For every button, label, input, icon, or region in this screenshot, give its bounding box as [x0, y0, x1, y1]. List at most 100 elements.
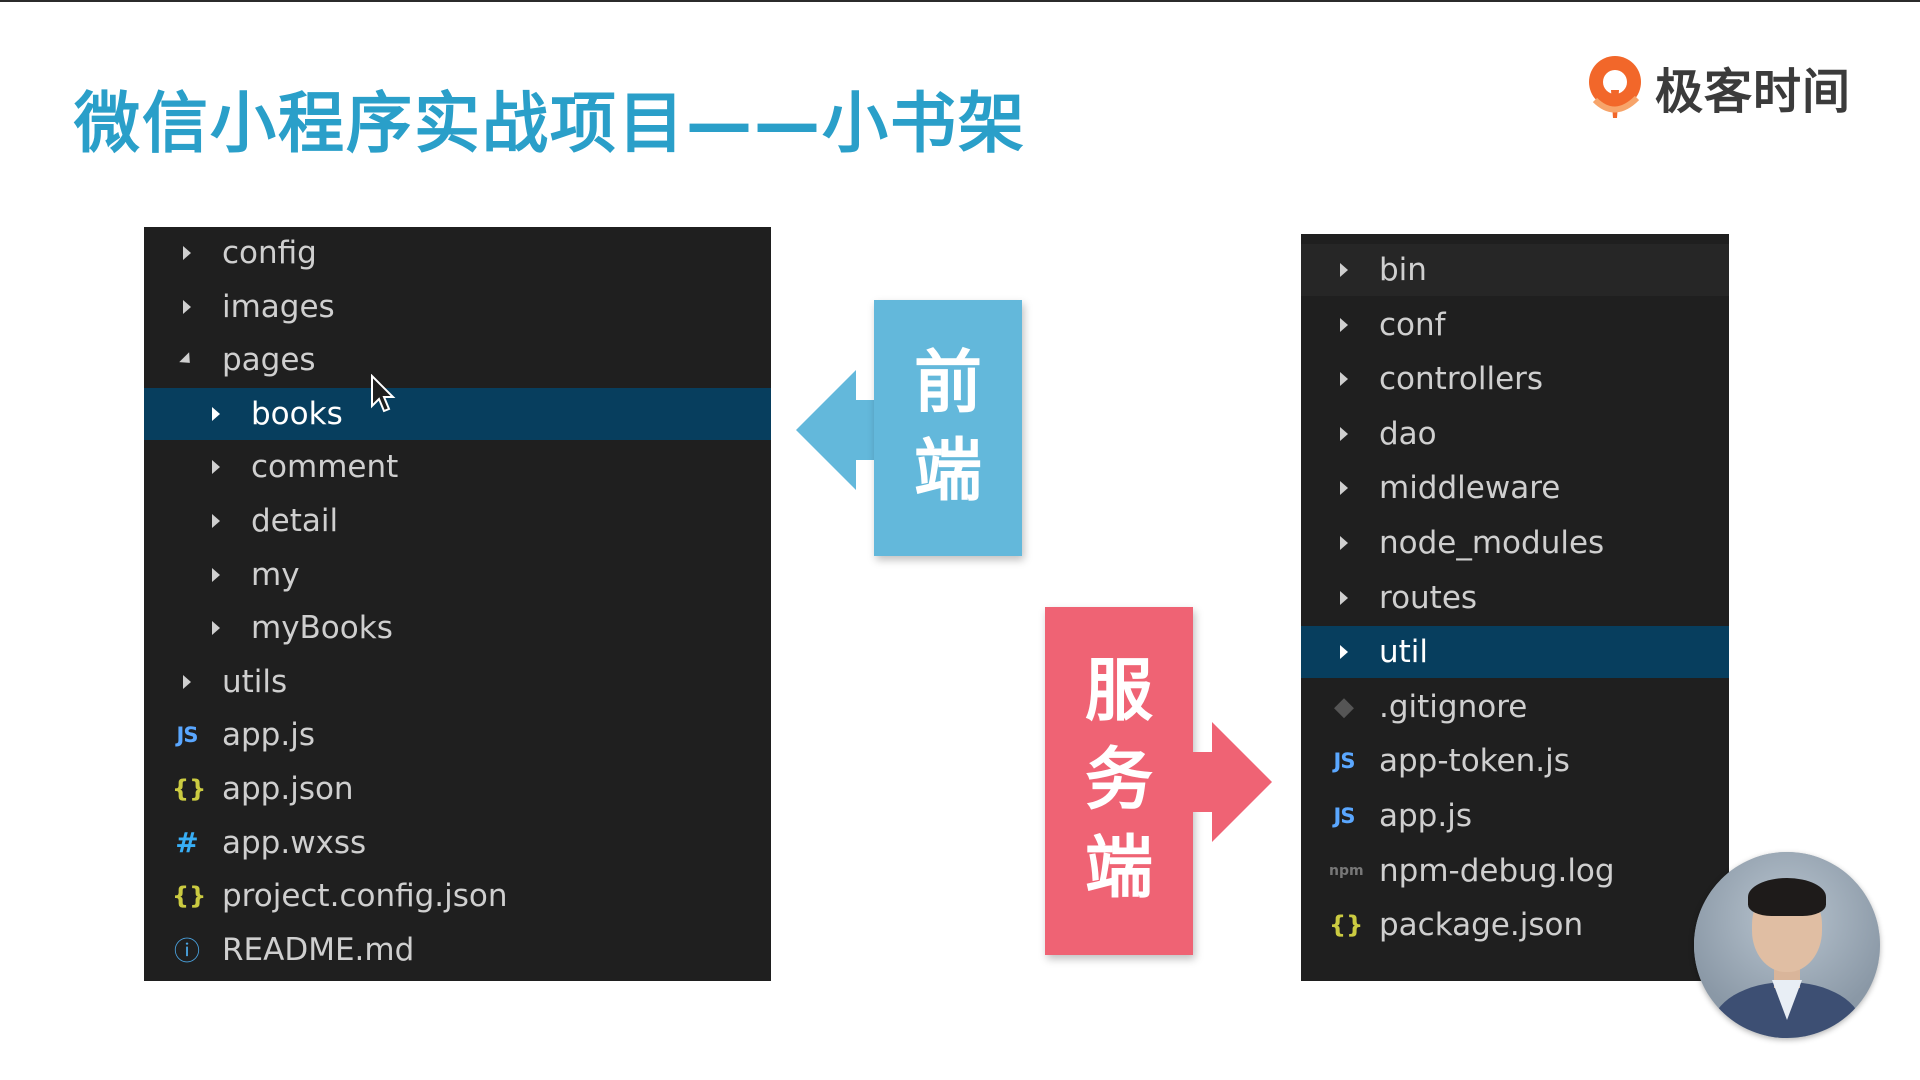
- frontend-card-char-2: 端: [913, 432, 982, 511]
- tree-item-label: detail: [251, 503, 339, 539]
- file-row-project-config-json[interactable]: {} project.config.json: [144, 870, 771, 922]
- chevron-right-icon[interactable]: [1340, 263, 1348, 277]
- chevron-down-icon[interactable]: [179, 352, 195, 368]
- npm-file-icon: npm: [1329, 862, 1364, 879]
- frontend-card: 前 端: [874, 300, 1022, 556]
- frontend-card-char-1: 前: [913, 343, 982, 423]
- js-file-icon: JS: [1333, 749, 1356, 774]
- folder-row-my[interactable]: my: [144, 549, 771, 601]
- folder-row-routes[interactable]: routes: [1301, 572, 1729, 624]
- js-file-icon: JS: [176, 723, 199, 748]
- chevron-right-icon[interactable]: [1340, 645, 1348, 660]
- file-row-package-json[interactable]: {} package.json: [1301, 899, 1729, 951]
- geektime-logo-icon: [1585, 54, 1647, 120]
- css-file-icon: #: [175, 826, 199, 860]
- chevron-right-icon[interactable]: [1340, 536, 1348, 550]
- tree-item-label: config: [222, 235, 317, 271]
- chevron-right-icon[interactable]: [183, 299, 191, 314]
- tree-item-label: node_modules: [1379, 525, 1605, 561]
- file-row-app-js[interactable]: JS app.js: [144, 709, 771, 761]
- git-file-icon: ◆: [1334, 691, 1354, 722]
- tree-item-label: books: [251, 395, 343, 432]
- brand-logo: 极客时间: [1585, 52, 1851, 122]
- tree-item-label: comment: [251, 449, 399, 486]
- tree-item-label: routes: [1379, 579, 1478, 616]
- back-arrow-stem: [1190, 752, 1216, 812]
- top-border-line: [0, 0, 1920, 2]
- backend-card: 服 务 端: [1045, 607, 1193, 955]
- folder-row-conf[interactable]: conf: [1301, 299, 1729, 351]
- folder-row-dao[interactable]: dao: [1301, 408, 1729, 460]
- folder-row-middleware[interactable]: middleware: [1301, 462, 1729, 514]
- tree-item-label: app.js: [1379, 798, 1472, 834]
- tree-item-label: project.config.json: [222, 878, 508, 915]
- chevron-right-icon[interactable]: [1340, 481, 1348, 496]
- tree-item-label: app.js: [222, 717, 315, 754]
- folder-row-images[interactable]: images: [144, 281, 771, 333]
- chevron-right-icon[interactable]: [183, 674, 191, 689]
- chevron-right-icon[interactable]: [212, 621, 220, 636]
- tree-item-label: package.json: [1379, 907, 1584, 944]
- tree-item-label: images: [222, 288, 335, 325]
- tree-item-label: bin: [1379, 252, 1427, 288]
- folder-row-utils[interactable]: utils: [144, 656, 771, 708]
- chevron-right-icon[interactable]: [212, 460, 220, 475]
- file-row-npm-debug-log[interactable]: npm npm-debug.log: [1301, 845, 1729, 897]
- folder-row-config[interactable]: config: [144, 227, 771, 279]
- tree-item-label: dao: [1379, 415, 1437, 452]
- folder-row-util[interactable]: util: [1301, 626, 1729, 679]
- backend-card-char-1: 服: [1084, 652, 1153, 732]
- slide-title: 微信小程序实战项目——小书架: [74, 85, 1026, 162]
- tree-item-label: myBooks: [251, 610, 393, 647]
- folder-row-mybooks[interactable]: myBooks: [144, 602, 771, 654]
- frontend-file-tree: config images pages books comment detail my myB…: [144, 227, 771, 981]
- chevron-right-icon[interactable]: [183, 246, 191, 260]
- file-row-gitignore[interactable]: ◆ .gitignore: [1301, 681, 1729, 733]
- backend-file-tree: bin conf controllers dao middleware node_modu…: [1301, 234, 1729, 981]
- chevron-right-icon[interactable]: [1340, 590, 1348, 605]
- backend-card-char-2: 务: [1084, 740, 1153, 820]
- chevron-right-icon[interactable]: [1340, 372, 1348, 387]
- file-row-app-js[interactable]: JS app.js: [1301, 790, 1729, 842]
- chevron-right-icon[interactable]: [212, 514, 220, 528]
- info-file-icon: ⓘ: [173, 937, 200, 968]
- presenter-webcam: [1694, 852, 1880, 1038]
- tree-item-label: middleware: [1379, 470, 1561, 507]
- json-file-icon: {}: [172, 775, 207, 803]
- tree-item-label: app.wxss: [222, 824, 367, 861]
- file-row-app-json[interactable]: {} app.json: [144, 763, 771, 815]
- chevron-right-icon[interactable]: [212, 406, 220, 421]
- tree-item-label: .gitignore: [1379, 688, 1528, 725]
- tree-item-label: npm-debug.log: [1379, 852, 1615, 889]
- json-file-icon: {}: [172, 882, 207, 911]
- chevron-right-icon[interactable]: [1340, 426, 1348, 441]
- tree-item-label: app-token.js: [1379, 743, 1570, 780]
- folder-row-pages[interactable]: pages: [144, 334, 771, 386]
- file-row-readme-md[interactable]: ⓘ README.md: [144, 924, 771, 976]
- file-row-app-token-js[interactable]: JS app-token.js: [1301, 735, 1729, 787]
- brand-name: 极客时间: [1655, 64, 1852, 120]
- folder-row-books[interactable]: books: [144, 387, 771, 440]
- folder-row-controllers[interactable]: controllers: [1301, 353, 1729, 405]
- tree-item-label: my: [251, 556, 300, 593]
- tree-item-label: util: [1379, 634, 1429, 671]
- left-arrow-icon: [796, 370, 856, 490]
- tree-item-label: conf: [1379, 306, 1446, 343]
- backend-card-char-3: 端: [1084, 829, 1153, 909]
- file-row-app-wxss[interactable]: # app.wxss: [144, 817, 771, 869]
- folder-row-node-modules[interactable]: node_modules: [1301, 517, 1729, 569]
- js-file-icon: JS: [1333, 804, 1356, 828]
- tree-item-label: controllers: [1379, 361, 1544, 398]
- tree-item-label: app.json: [222, 771, 354, 807]
- mouse-cursor-icon: [370, 373, 396, 414]
- tree-item-label: pages: [222, 342, 316, 379]
- folder-row-bin[interactable]: bin: [1301, 244, 1729, 296]
- tree-item-label: README.md: [222, 931, 415, 968]
- folder-row-detail[interactable]: detail: [144, 495, 771, 547]
- tree-item-label: utils: [222, 663, 288, 700]
- chevron-right-icon[interactable]: [1340, 317, 1348, 332]
- folder-row-comment[interactable]: comment: [144, 441, 771, 493]
- json-file-icon: {}: [1329, 911, 1364, 940]
- right-arrow-icon: [1212, 722, 1272, 842]
- chevron-right-icon[interactable]: [212, 567, 220, 582]
